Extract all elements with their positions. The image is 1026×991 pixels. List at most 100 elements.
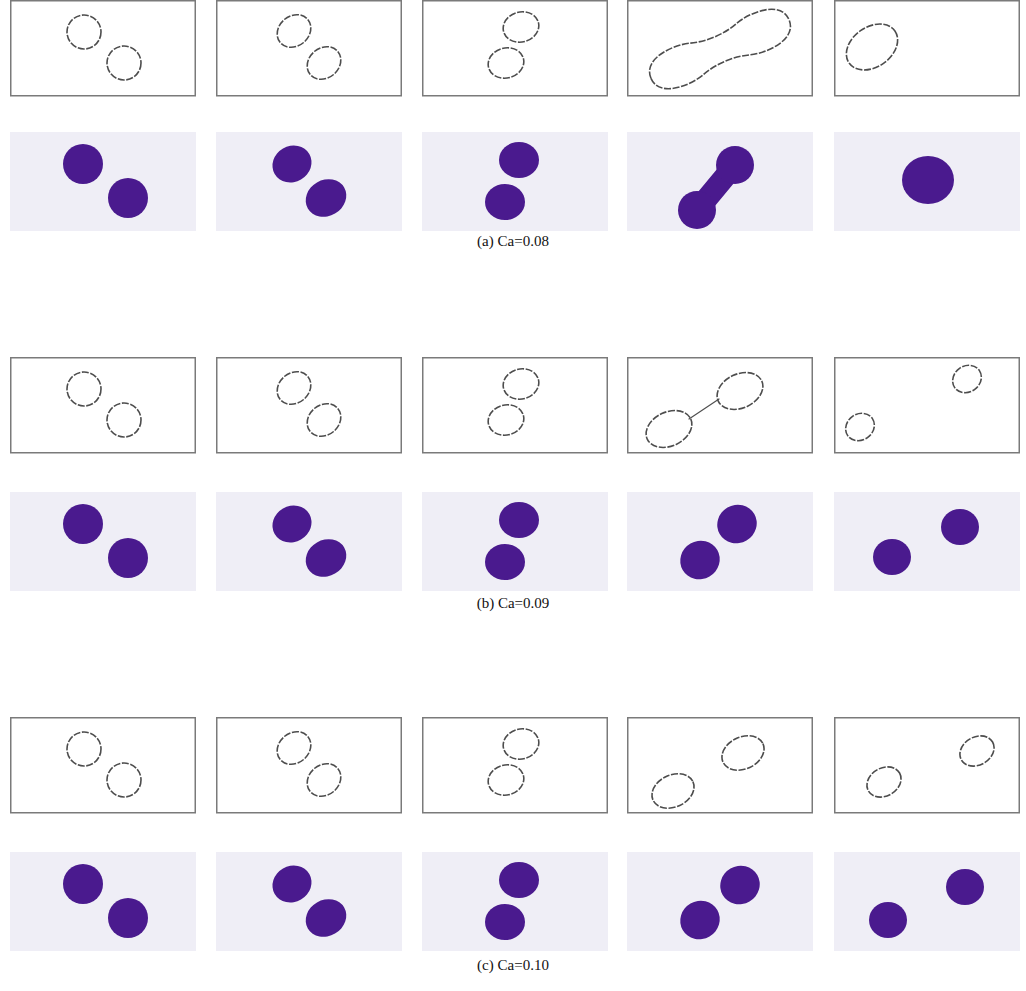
droplet — [873, 539, 911, 575]
droplet — [500, 8, 543, 46]
interface-panel — [423, 1, 608, 96]
phase-panel — [216, 852, 402, 951]
panel-frame — [217, 358, 402, 453]
droplet — [63, 504, 103, 544]
panel-ground — [10, 132, 196, 231]
phase-panel — [834, 132, 1020, 231]
droplet — [485, 904, 525, 940]
interface-panel — [423, 718, 608, 813]
panel-ground — [422, 492, 608, 591]
droplet — [838, 15, 907, 80]
droplet — [63, 864, 103, 904]
panel-frame — [835, 718, 1020, 813]
interface-panel — [628, 1, 813, 97]
droplet — [108, 898, 148, 938]
droplet — [271, 8, 318, 54]
droplet — [646, 767, 699, 815]
droplet — [673, 534, 727, 587]
merging-droplet — [643, 2, 796, 97]
interface-panel — [628, 718, 813, 815]
panel-ground — [422, 852, 608, 951]
droplet — [499, 142, 539, 178]
droplet — [266, 498, 319, 549]
droplet — [861, 761, 906, 803]
droplet — [670, 183, 724, 237]
droplet — [954, 730, 999, 772]
droplet — [67, 732, 101, 766]
panel-ground — [834, 132, 1020, 231]
interface-panel — [835, 358, 1020, 453]
subfigure-caption: (b) Ca=0.09 — [477, 595, 550, 612]
panel-ground — [627, 852, 813, 951]
droplet — [107, 763, 141, 797]
droplet — [941, 509, 979, 545]
panel-frame — [628, 718, 813, 813]
panel-ground — [216, 852, 402, 951]
panel-ground — [216, 492, 402, 591]
droplet — [499, 502, 539, 538]
panel-ground — [422, 132, 608, 231]
phase-panel — [627, 492, 813, 591]
panel-ground — [834, 492, 1020, 591]
droplet — [108, 538, 148, 578]
panel-frame — [835, 358, 1020, 453]
droplet — [902, 156, 954, 204]
droplet — [485, 184, 525, 220]
phase-panel — [422, 492, 608, 591]
droplet — [107, 403, 141, 437]
droplet — [946, 869, 984, 905]
subfigure-caption: (a) Ca=0.08 — [477, 233, 549, 250]
droplet — [301, 397, 348, 443]
droplet — [485, 761, 528, 799]
panel-ground — [10, 852, 196, 951]
panel-frame — [423, 718, 608, 813]
panel-frame — [217, 718, 402, 813]
droplet — [947, 360, 986, 399]
droplet-neck — [689, 399, 719, 419]
droplet — [67, 15, 101, 49]
phase-panel — [216, 132, 402, 231]
phase-panel — [422, 132, 608, 231]
interface-panel — [11, 1, 196, 96]
phase-panel — [834, 852, 1020, 951]
droplet — [500, 365, 543, 403]
droplet — [869, 902, 907, 938]
phase-panel — [627, 132, 813, 237]
panel-frame — [11, 718, 196, 813]
droplet — [711, 365, 769, 416]
interface-panel — [217, 1, 402, 96]
panel-ground — [627, 132, 813, 231]
droplet — [640, 403, 698, 454]
droplet — [301, 40, 348, 86]
phase-panel — [627, 852, 813, 951]
panel-frame — [423, 1, 608, 96]
phase-panel — [834, 492, 1020, 591]
interface-panel — [628, 358, 813, 455]
panel-frame — [423, 358, 608, 453]
interface-panel — [217, 358, 402, 453]
droplet — [710, 498, 764, 551]
droplet — [271, 365, 318, 411]
phase-panel — [422, 852, 608, 951]
droplet — [485, 544, 525, 580]
droplet — [266, 138, 319, 189]
droplet — [67, 372, 101, 406]
subfigure-caption: (c) Ca=0.10 — [477, 957, 549, 974]
phase-panel — [216, 492, 402, 591]
panel-frame — [835, 1, 1020, 96]
phase-panel — [10, 492, 196, 591]
panel-ground — [216, 132, 402, 231]
droplet — [299, 892, 353, 944]
panel-frame — [11, 1, 196, 96]
droplet — [673, 894, 727, 947]
droplet — [266, 858, 319, 909]
interface-panel — [11, 718, 196, 813]
droplet — [485, 401, 528, 439]
droplet — [716, 729, 769, 777]
phase-panel — [10, 132, 196, 231]
droplet — [271, 725, 318, 771]
droplet — [301, 757, 348, 803]
droplet — [485, 44, 528, 82]
droplet — [108, 178, 148, 218]
